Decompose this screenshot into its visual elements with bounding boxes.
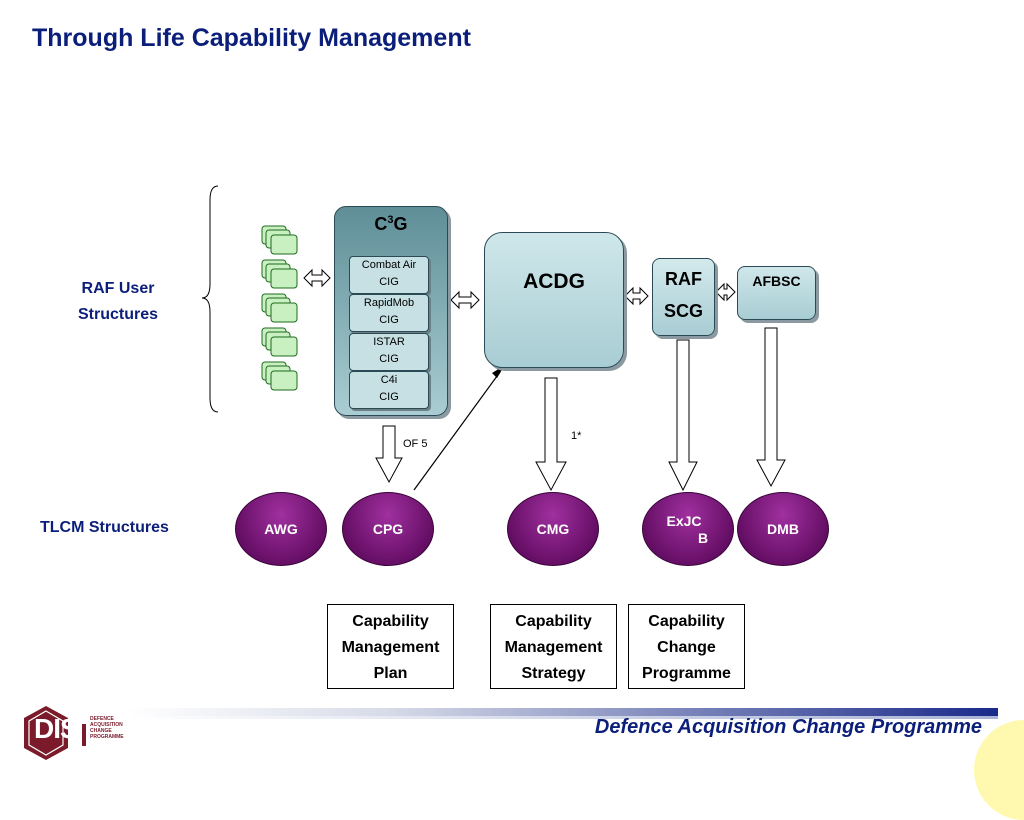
raf-user-structures-label: RAF User Structures	[60, 276, 176, 328]
down-arrow-rafscg-exjcb	[668, 339, 698, 492]
user-unit-icon-2	[261, 259, 298, 289]
brace-shape	[201, 185, 219, 413]
one-star-annotation: 1*	[571, 430, 582, 442]
user-unit-icon-1	[261, 225, 298, 255]
acdg-box	[484, 232, 624, 368]
footer-title: Defence Acquisition Change Programme	[594, 716, 982, 738]
user-unit-icons	[261, 225, 298, 391]
raf-scg-box	[652, 258, 715, 336]
oval-awg: AWG	[235, 492, 327, 566]
afbsc-label: AFBSC	[752, 273, 801, 289]
c3g-title: C3G	[374, 214, 408, 234]
afbsc-box	[737, 266, 816, 320]
tlcm-structures-label: TLCM Structures	[40, 519, 169, 536]
footer-rule	[128, 708, 998, 716]
raf-user-line1: RAF User	[81, 280, 155, 297]
oval-cmg: CMG	[507, 492, 599, 566]
arrow-cpg-to-acdg	[413, 371, 501, 491]
down-arrow-acdg-cmg	[535, 377, 567, 492]
oval-cpg: CPG	[342, 492, 434, 566]
acdg-label: ACDG	[523, 270, 585, 293]
dis-logo-text: DIS	[34, 713, 79, 744]
down-arrow-afbsc-dmb	[756, 327, 786, 488]
of5-annotation: OF 5	[403, 438, 428, 450]
page-title: Through Life Capability Management	[32, 24, 471, 52]
arrow-head-cpg-to-acdg	[492, 365, 505, 378]
dis-logo-mark	[24, 706, 86, 760]
double-arrow-c3g-acdg	[450, 290, 480, 310]
double-arrow-users-c3g	[303, 268, 331, 288]
diagram-connectors	[201, 185, 786, 492]
user-unit-icon-5	[261, 361, 298, 391]
footer-rule-shadow	[128, 716, 998, 719]
double-arrow-acdg-rafscg	[624, 286, 649, 306]
user-unit-icon-3	[261, 293, 298, 323]
oval-dmb: DMB	[737, 492, 829, 566]
double-arrow-rafscg-afbsc	[715, 282, 736, 302]
user-unit-icon-4	[261, 327, 298, 357]
raf-user-line2: Structures	[77, 306, 159, 323]
down-arrow-c3g-cpg	[375, 425, 403, 484]
